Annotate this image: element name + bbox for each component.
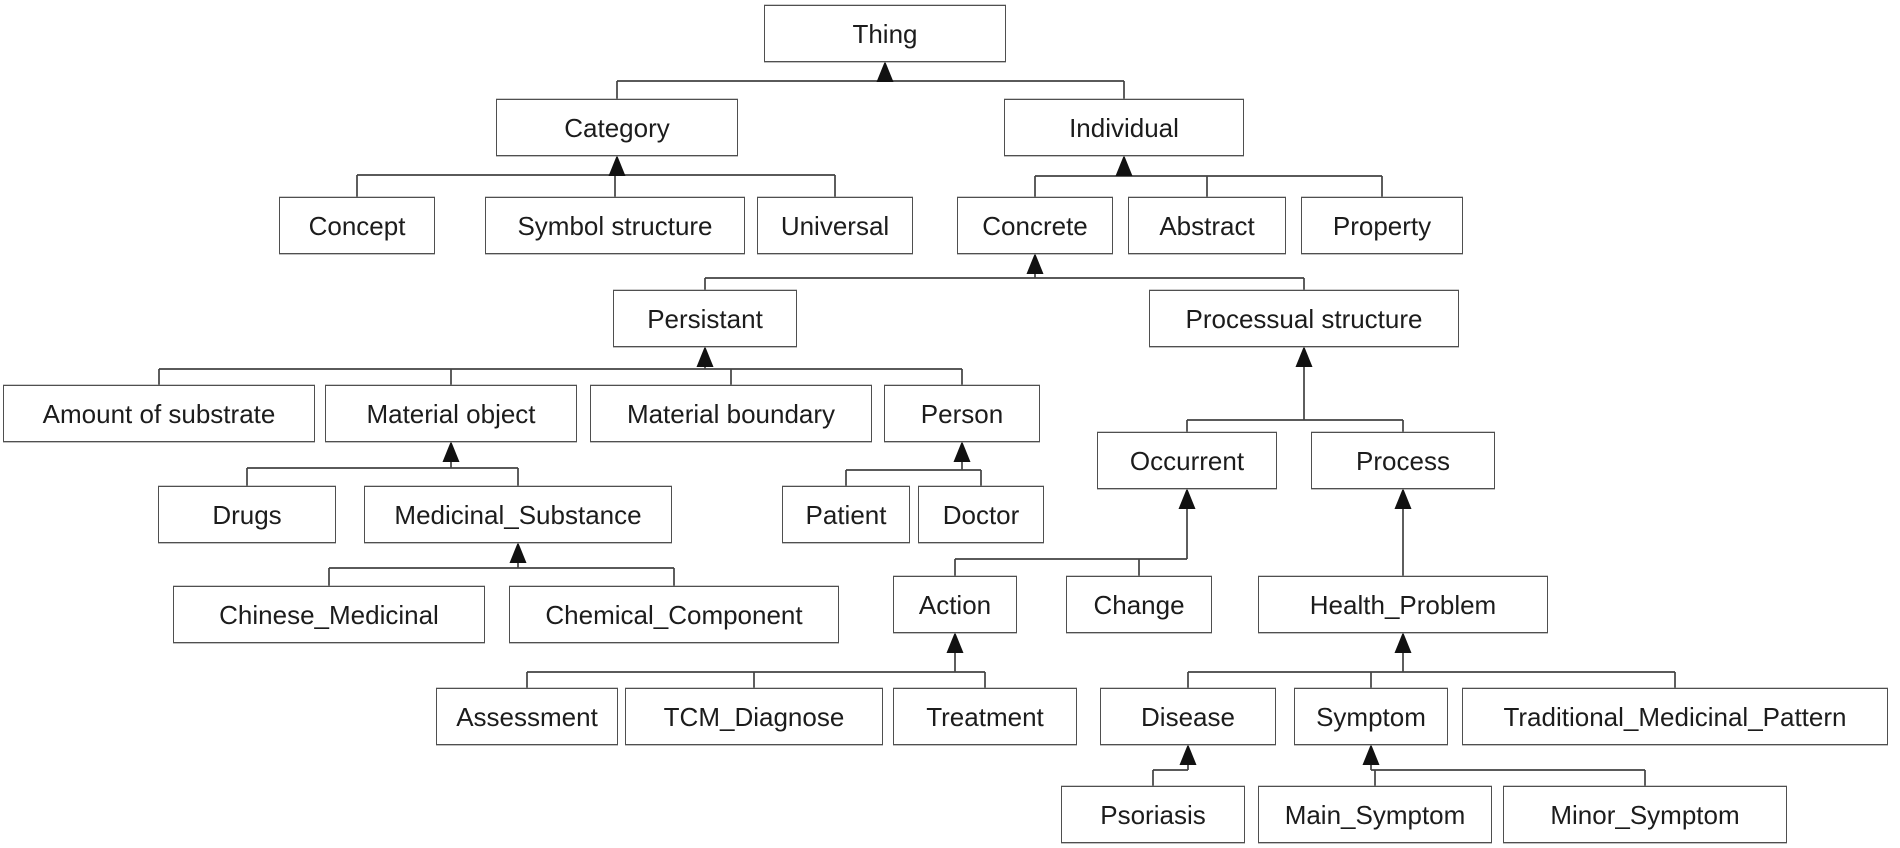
node-tcm_diagnose: TCM_Diagnose: [625, 688, 883, 745]
arrowhead-symptom: [1362, 744, 1380, 765]
arrowhead-occurrent: [1178, 488, 1196, 509]
node-symptom: Symptom: [1294, 688, 1448, 745]
node-property: Property: [1301, 197, 1463, 254]
arrowhead-action: [946, 632, 964, 653]
node-medicinal_substance: Medicinal_Substance: [364, 486, 672, 543]
node-material_object: Material object: [325, 385, 577, 442]
node-action: Action: [893, 576, 1017, 633]
arrowhead-disease: [1179, 744, 1197, 765]
arrowhead-health_problem: [1394, 632, 1412, 653]
node-symbol_structure: Symbol structure: [485, 197, 745, 254]
arrowhead-concrete: [1026, 253, 1044, 274]
node-drugs: Drugs: [158, 486, 336, 543]
node-patient: Patient: [782, 486, 910, 543]
node-processual_structure: Processual structure: [1149, 290, 1459, 347]
node-process: Process: [1311, 432, 1495, 489]
node-disease: Disease: [1100, 688, 1276, 745]
node-main_symptom: Main_Symptom: [1258, 786, 1492, 843]
node-change: Change: [1066, 576, 1212, 633]
node-health_problem: Health_Problem: [1258, 576, 1548, 633]
arrowhead-process: [1394, 488, 1412, 509]
node-thing: Thing: [764, 5, 1006, 62]
node-treatment: Treatment: [893, 688, 1077, 745]
node-concept: Concept: [279, 197, 435, 254]
arrowhead-thing: [876, 61, 894, 82]
arrowhead-material_object: [442, 441, 460, 462]
node-doctor: Doctor: [918, 486, 1044, 543]
node-material_boundary: Material boundary: [590, 385, 872, 442]
arrowhead-category: [608, 155, 626, 176]
node-minor_symptom: Minor_Symptom: [1503, 786, 1787, 843]
node-individual: Individual: [1004, 99, 1244, 156]
arrowhead-person: [953, 441, 971, 462]
node-persistant: Persistant: [613, 290, 797, 347]
arrowhead-processual_structure: [1295, 346, 1313, 367]
arrowhead-persistant: [696, 346, 714, 367]
node-psoriasis: Psoriasis: [1061, 786, 1245, 843]
node-assessment: Assessment: [436, 688, 618, 745]
node-category: Category: [496, 99, 738, 156]
node-universal: Universal: [757, 197, 913, 254]
arrowhead-medicinal_substance: [509, 542, 527, 563]
node-amount_of_substrate: Amount of substrate: [3, 385, 315, 442]
node-chinese_medicinal: Chinese_Medicinal: [173, 586, 485, 643]
node-chemical_component: Chemical_Component: [509, 586, 839, 643]
node-concrete: Concrete: [957, 197, 1113, 254]
node-occurrent: Occurrent: [1097, 432, 1277, 489]
node-person: Person: [884, 385, 1040, 442]
node-traditional_medicinal_pattern: Traditional_Medicinal_Pattern: [1462, 688, 1888, 745]
node-abstract: Abstract: [1128, 197, 1286, 254]
arrowhead-individual: [1115, 155, 1133, 176]
